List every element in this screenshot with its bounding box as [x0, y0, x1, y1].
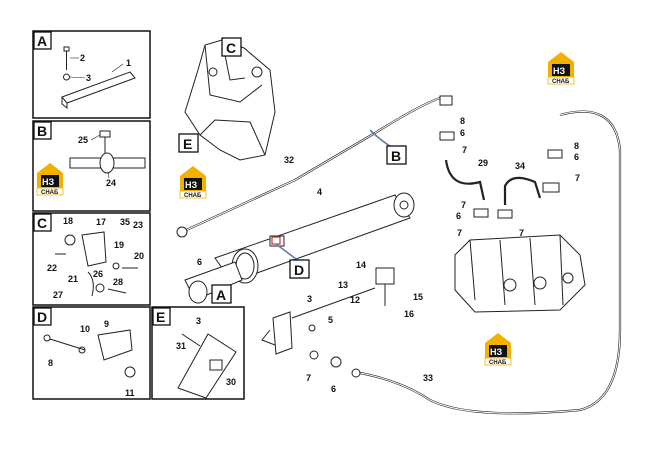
- detail-panel-c: C 18 17 35 23 19 20 22 21 26 27 28: [32, 212, 151, 306]
- svg-text:13: 13: [338, 280, 348, 290]
- tag-d: D: [289, 259, 310, 279]
- svg-text:6: 6: [331, 384, 336, 394]
- svg-text:1: 1: [126, 58, 131, 68]
- svg-text:21: 21: [68, 274, 78, 284]
- svg-text:7: 7: [457, 228, 462, 238]
- detail-panel-e: E 3 31 30: [151, 306, 245, 400]
- svg-text:35: 35: [120, 217, 130, 227]
- svg-text:6: 6: [456, 211, 461, 221]
- svg-text:D: D: [294, 262, 304, 278]
- svg-text:C: C: [226, 40, 236, 56]
- svg-text:СНАБ: СНАБ: [489, 360, 507, 366]
- svg-text:7: 7: [462, 145, 467, 155]
- part-labels: 32 4 6 14 13 12 3 5 15 16 7 6 33 8 6 7 2…: [197, 116, 580, 394]
- svg-text:СНАБ: СНАБ: [184, 193, 202, 199]
- panel-letter-a: A: [37, 33, 47, 49]
- svg-text:2: 2: [80, 53, 85, 63]
- panel-letter-b: B: [37, 123, 47, 139]
- svg-text:12: 12: [350, 295, 360, 305]
- svg-text:НЗ: НЗ: [553, 66, 565, 76]
- svg-text:НЗ: НЗ: [185, 180, 197, 190]
- tag-e: E: [178, 133, 199, 153]
- svg-text:7: 7: [461, 200, 466, 210]
- svg-text:3: 3: [86, 73, 91, 83]
- svg-text:4: 4: [317, 187, 322, 197]
- detail-panel-d: D 9 10 8 11: [32, 306, 151, 400]
- svg-text:32: 32: [284, 155, 294, 165]
- svg-text:34: 34: [515, 161, 525, 171]
- tag-a: A: [211, 284, 232, 304]
- svg-text:33: 33: [423, 373, 433, 383]
- watermark-logo-3: НЗ СНАБ: [179, 166, 207, 199]
- svg-text:5: 5: [328, 315, 333, 325]
- svg-text:8: 8: [574, 141, 579, 151]
- svg-text:6: 6: [574, 152, 579, 162]
- svg-text:СНАБ: СНАБ: [41, 190, 59, 196]
- svg-text:28: 28: [113, 277, 123, 287]
- svg-text:3: 3: [307, 294, 312, 304]
- svg-text:6: 6: [460, 128, 465, 138]
- svg-text:8: 8: [460, 116, 465, 126]
- svg-text:10: 10: [80, 324, 90, 334]
- svg-text:22: 22: [47, 263, 57, 273]
- watermark-logo-4: НЗ СНАБ: [484, 333, 512, 366]
- svg-text:24: 24: [106, 178, 116, 188]
- svg-text:3: 3: [196, 316, 201, 326]
- svg-text:11: 11: [125, 388, 135, 398]
- svg-text:27: 27: [53, 290, 63, 300]
- svg-text:18: 18: [63, 216, 73, 226]
- svg-text:14: 14: [356, 260, 366, 270]
- panel-letter-c: C: [37, 215, 47, 231]
- tag-c: C: [221, 37, 242, 57]
- svg-text:6: 6: [197, 257, 202, 267]
- svg-text:B: B: [391, 148, 401, 164]
- svg-text:23: 23: [133, 220, 143, 230]
- svg-text:31: 31: [176, 341, 186, 351]
- svg-text:17: 17: [96, 217, 106, 227]
- svg-text:25: 25: [78, 135, 88, 145]
- svg-text:НЗ: НЗ: [490, 347, 502, 357]
- svg-text:19: 19: [114, 240, 124, 250]
- detail-panel-a: A 1 2 3: [32, 30, 151, 119]
- watermark-logo-1: НЗ СНАБ: [547, 52, 575, 85]
- svg-text:20: 20: [134, 251, 144, 261]
- svg-text:7: 7: [575, 173, 580, 183]
- svg-text:СНАБ: СНАБ: [552, 79, 570, 85]
- panel-letter-e: E: [156, 309, 165, 325]
- svg-text:7: 7: [306, 373, 311, 383]
- svg-text:9: 9: [104, 319, 109, 329]
- tag-b: B: [386, 145, 407, 165]
- control-valve: [454, 234, 586, 313]
- svg-text:16: 16: [404, 309, 414, 319]
- hydraulic-cylinder: [184, 192, 415, 304]
- svg-text:7: 7: [519, 228, 524, 238]
- svg-text:30: 30: [226, 377, 236, 387]
- svg-text:НЗ: НЗ: [42, 177, 54, 187]
- svg-text:15: 15: [413, 292, 423, 302]
- svg-text:A: A: [216, 287, 226, 303]
- svg-text:E: E: [183, 136, 192, 152]
- panel-letter-d: D: [37, 309, 47, 325]
- svg-text:29: 29: [478, 158, 488, 168]
- svg-text:8: 8: [48, 358, 53, 368]
- svg-text:26: 26: [93, 269, 103, 279]
- watermark-logo-2: НЗ СНАБ: [36, 163, 64, 196]
